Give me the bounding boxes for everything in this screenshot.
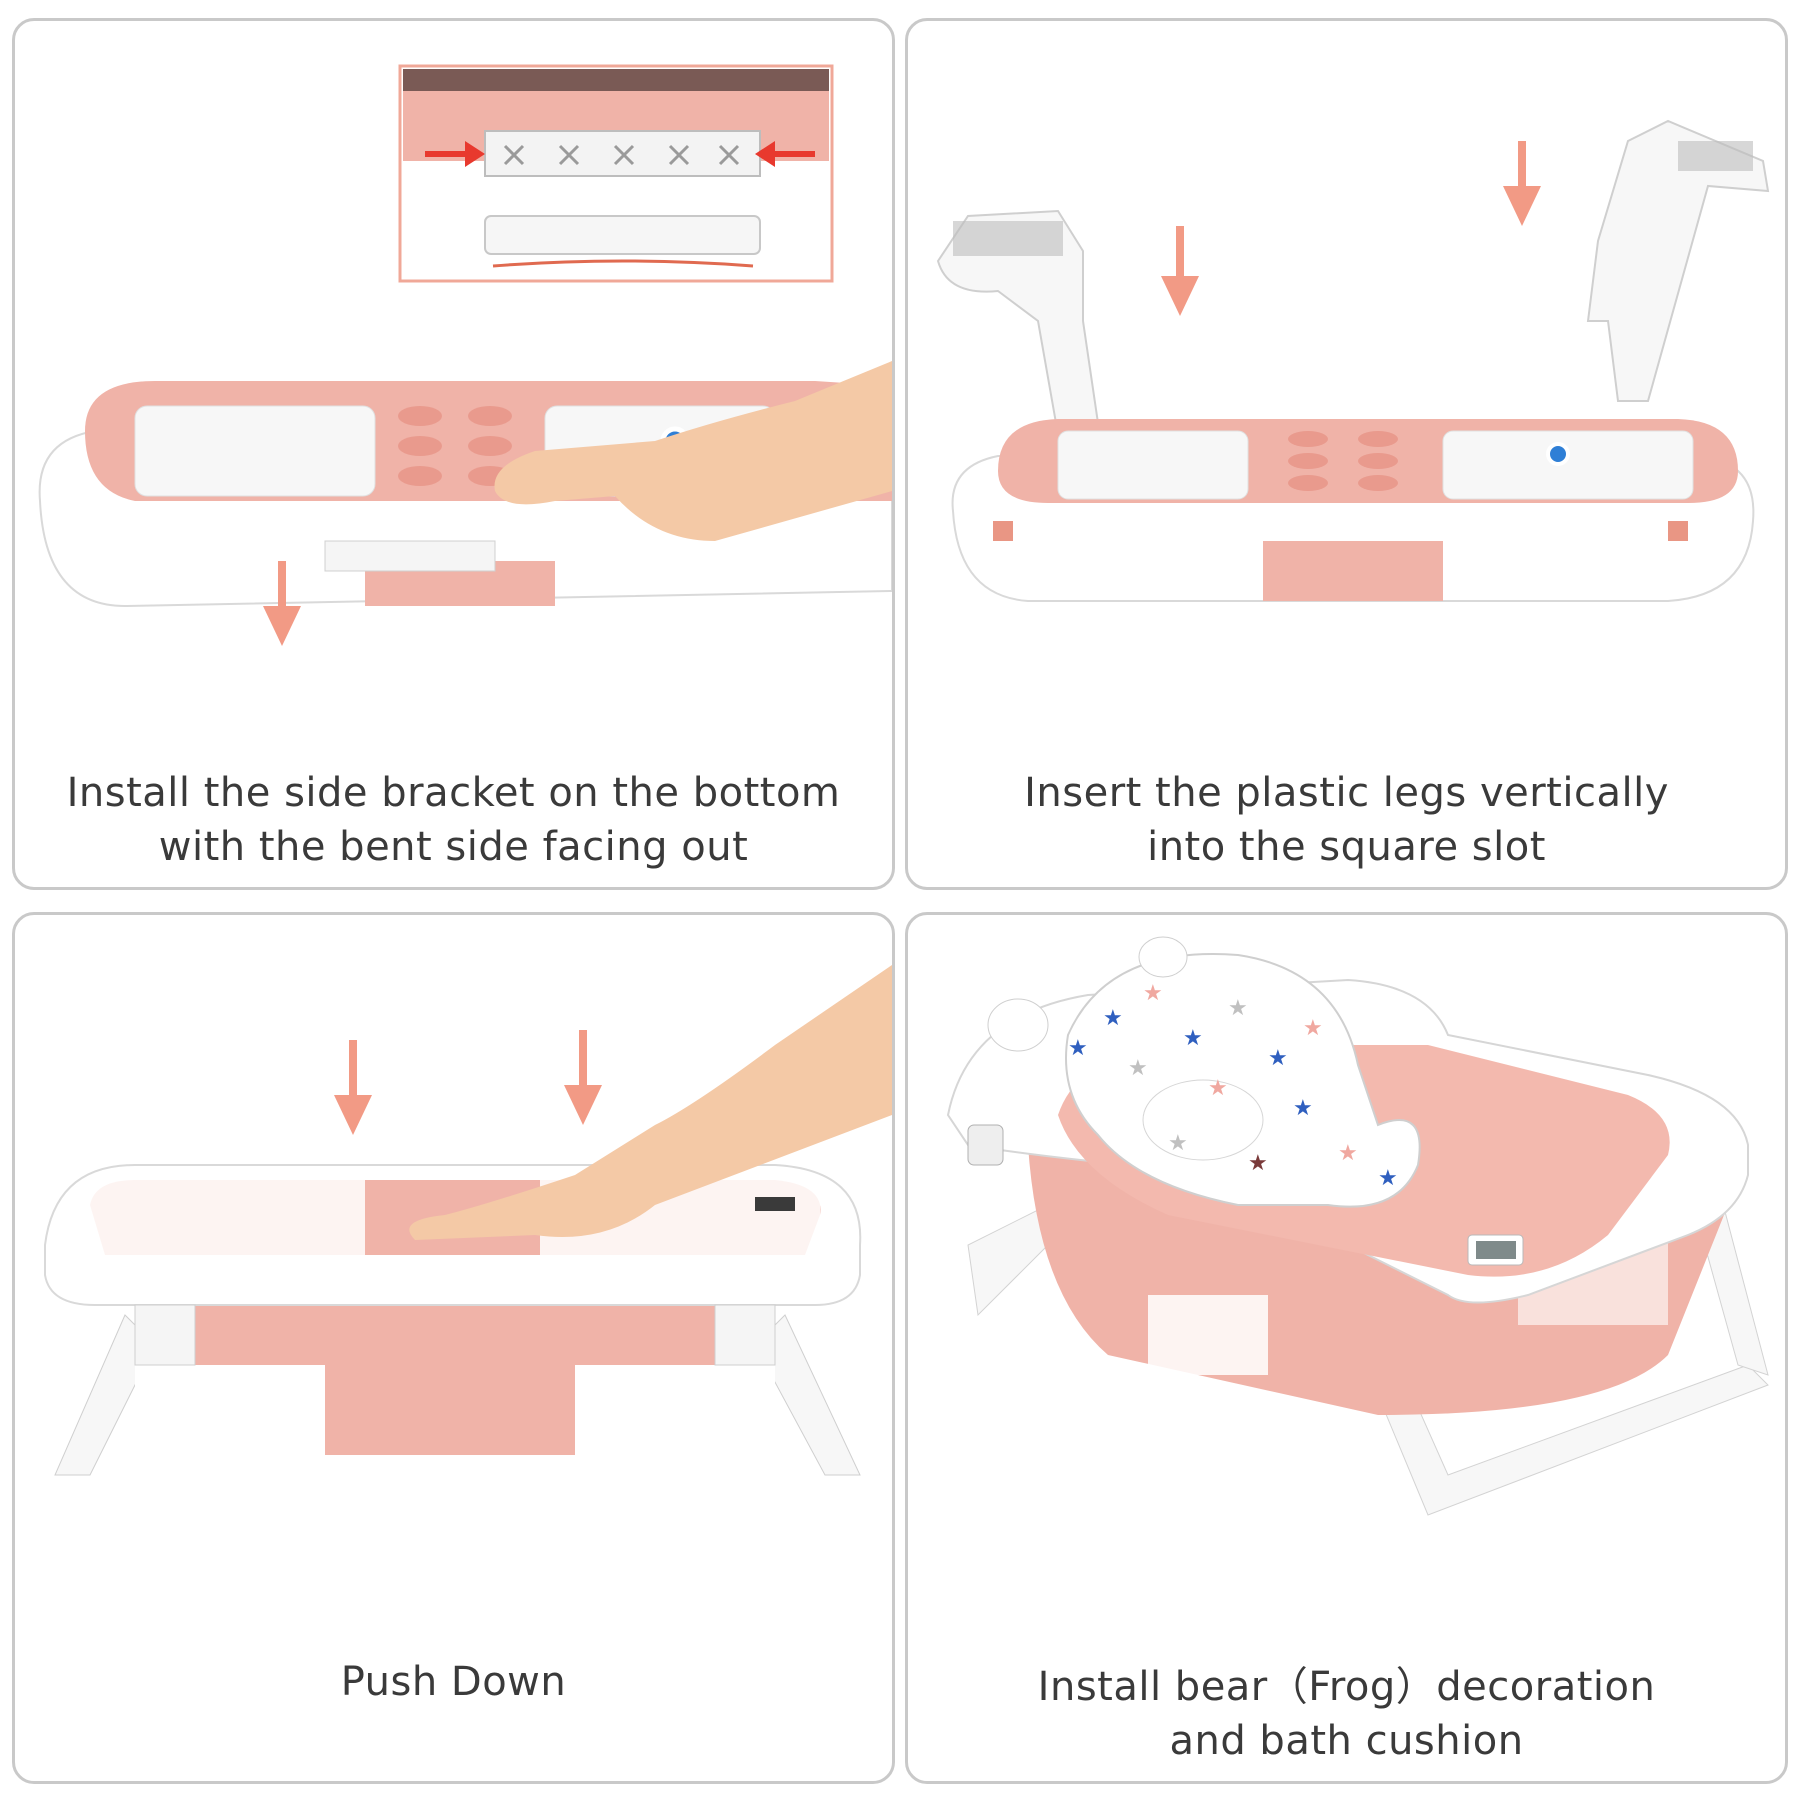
svg-text:★: ★ xyxy=(1338,1141,1358,1166)
step-4-caption: Install bear（Frog）decoration and bath cu… xyxy=(908,1660,1785,1768)
plastic-leg-right xyxy=(1586,119,1770,402)
side-bracket-part xyxy=(484,215,761,255)
step-2-caption: Insert the plastic legs vertically into … xyxy=(908,766,1785,874)
expanded-tub xyxy=(44,1164,862,1476)
svg-text:★: ★ xyxy=(1208,1076,1228,1101)
caption-line: Install bear（Frog）decoration xyxy=(1037,1664,1656,1710)
svg-text:★: ★ xyxy=(1183,1026,1203,1051)
svg-text:★: ★ xyxy=(1228,996,1248,1021)
instruction-panel-step-2: Insert the plastic legs vertically into … xyxy=(905,18,1788,890)
bracket-clip xyxy=(967,1124,1004,1166)
svg-text:★: ★ xyxy=(1303,1016,1323,1041)
bear-decoration-ear xyxy=(1138,936,1188,978)
step-2-illustration xyxy=(936,119,1770,602)
svg-text:★: ★ xyxy=(1248,1151,1268,1176)
svg-text:★: ★ xyxy=(1293,1096,1313,1121)
caption-line: and bath cushion xyxy=(1169,1718,1524,1764)
instruction-panel-step-3: Push Down xyxy=(12,912,895,1784)
caption-line: with the bent side facing out xyxy=(158,824,749,870)
caption-line: Push Down xyxy=(340,1659,567,1705)
hand xyxy=(494,361,892,541)
arrow-down-icon xyxy=(564,1030,602,1125)
step-1-caption: Install the side bracket on the bottom w… xyxy=(15,766,892,874)
svg-text:★: ★ xyxy=(1268,1046,1288,1071)
step-4-illustration: ★ ★ ★ ★ ★ ★ ★ ★ ★ ★ ★ ★ ★ ★ xyxy=(946,936,1769,1516)
svg-text:★: ★ xyxy=(1143,981,1163,1006)
hand xyxy=(409,965,892,1240)
thermometer-display xyxy=(755,1197,795,1211)
bracket-detail-inset xyxy=(398,64,834,283)
svg-text:★: ★ xyxy=(1128,1056,1148,1081)
step-3-caption: Push Down xyxy=(15,1655,892,1709)
step-1-illustration xyxy=(38,64,892,646)
svg-text:★: ★ xyxy=(1068,1036,1088,1061)
instruction-panel-step-1: Install the side bracket on the bottom w… xyxy=(12,18,895,890)
caption-line: into the square slot xyxy=(1147,824,1546,870)
arrow-down-icon xyxy=(1161,226,1199,316)
step-3-illustration xyxy=(44,965,892,1476)
caption-line: Insert the plastic legs vertically xyxy=(1024,770,1669,816)
svg-text:★: ★ xyxy=(1378,1166,1398,1191)
instruction-panel-step-4: ★ ★ ★ ★ ★ ★ ★ ★ ★ ★ ★ ★ ★ ★ Install bear… xyxy=(905,912,1788,1784)
red-arrow-left-icon xyxy=(755,141,815,167)
svg-text:★: ★ xyxy=(1103,1006,1123,1031)
caption-line: Install the side bracket on the bottom xyxy=(66,770,841,816)
red-arrow-right-icon xyxy=(425,141,485,167)
arrow-down-icon xyxy=(334,1040,372,1135)
svg-text:★: ★ xyxy=(1168,1131,1188,1156)
arrow-down-icon xyxy=(1503,141,1541,226)
bear-decoration-ear xyxy=(987,998,1049,1052)
folded-tub xyxy=(951,419,1755,602)
arrow-down-icon xyxy=(263,561,301,646)
bath-cushion: ★ ★ ★ ★ ★ ★ ★ ★ ★ ★ ★ ★ ★ ★ xyxy=(987,936,1421,1208)
